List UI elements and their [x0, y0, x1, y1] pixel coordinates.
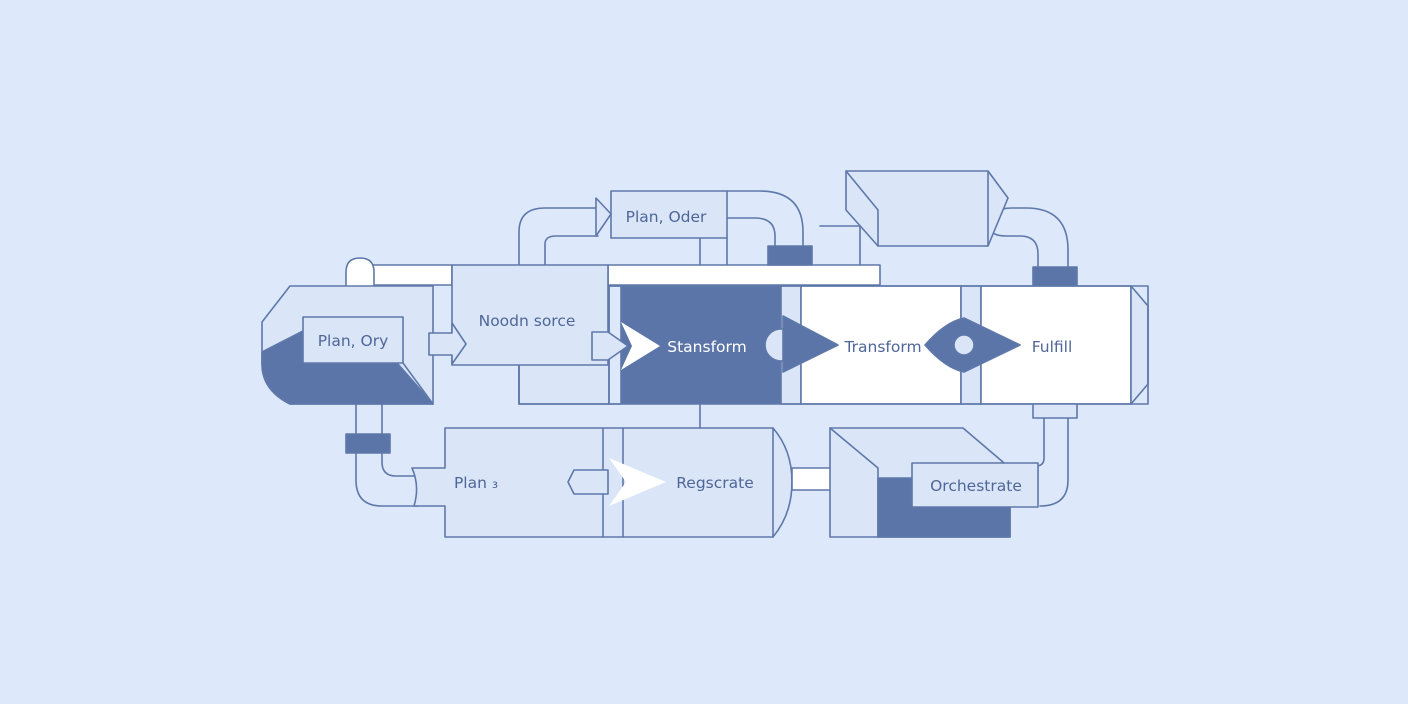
connector-stansform-transform [764, 315, 839, 373]
node-fulfill-label: Fulfill [1032, 338, 1073, 356]
node-plan-3-label: Plan ₃ [454, 474, 498, 492]
node-noodn-sorce: Noodn sorce [451, 264, 629, 366]
node-plan-oder: Plan, Oder [595, 190, 728, 239]
eye-pupil-icon [953, 334, 975, 356]
regscrate-arrow-icon [609, 458, 666, 506]
node-transform-label: Transform [843, 338, 921, 356]
node-stansform: Stansform [621, 322, 747, 370]
node-noodn-sorce-label: Noodn sorce [479, 312, 576, 330]
arrow-into-stansform [591, 331, 629, 361]
coupler-top-center [767, 245, 813, 266]
node-regscrate-label: Regscrate [676, 474, 754, 492]
node-plan-ory: Plan, Ory [261, 285, 467, 405]
bottom-pipeline: Plan ₃ Regscrate [411, 427, 793, 538]
node-orchestrate: Orchestrate [829, 427, 1039, 538]
node-orchestrate-label: Orchestrate [930, 477, 1022, 495]
coupler-top-right [1032, 266, 1078, 287]
top-right-chamber [845, 170, 1009, 247]
coupler-bottom-left [345, 433, 391, 454]
node-plan-ory-label: Plan, Ory [318, 332, 389, 350]
node-plan-oder-label: Plan, Oder [626, 208, 707, 226]
flow-arrow-icon [782, 315, 839, 373]
bottom-inner-arrow [567, 469, 609, 495]
arrow-to-noodn-sorce [428, 322, 467, 365]
node-stansform-label: Stansform [667, 338, 746, 356]
stansform-arrow-icon [621, 322, 660, 370]
connector-transform-fulfill [924, 317, 1021, 373]
